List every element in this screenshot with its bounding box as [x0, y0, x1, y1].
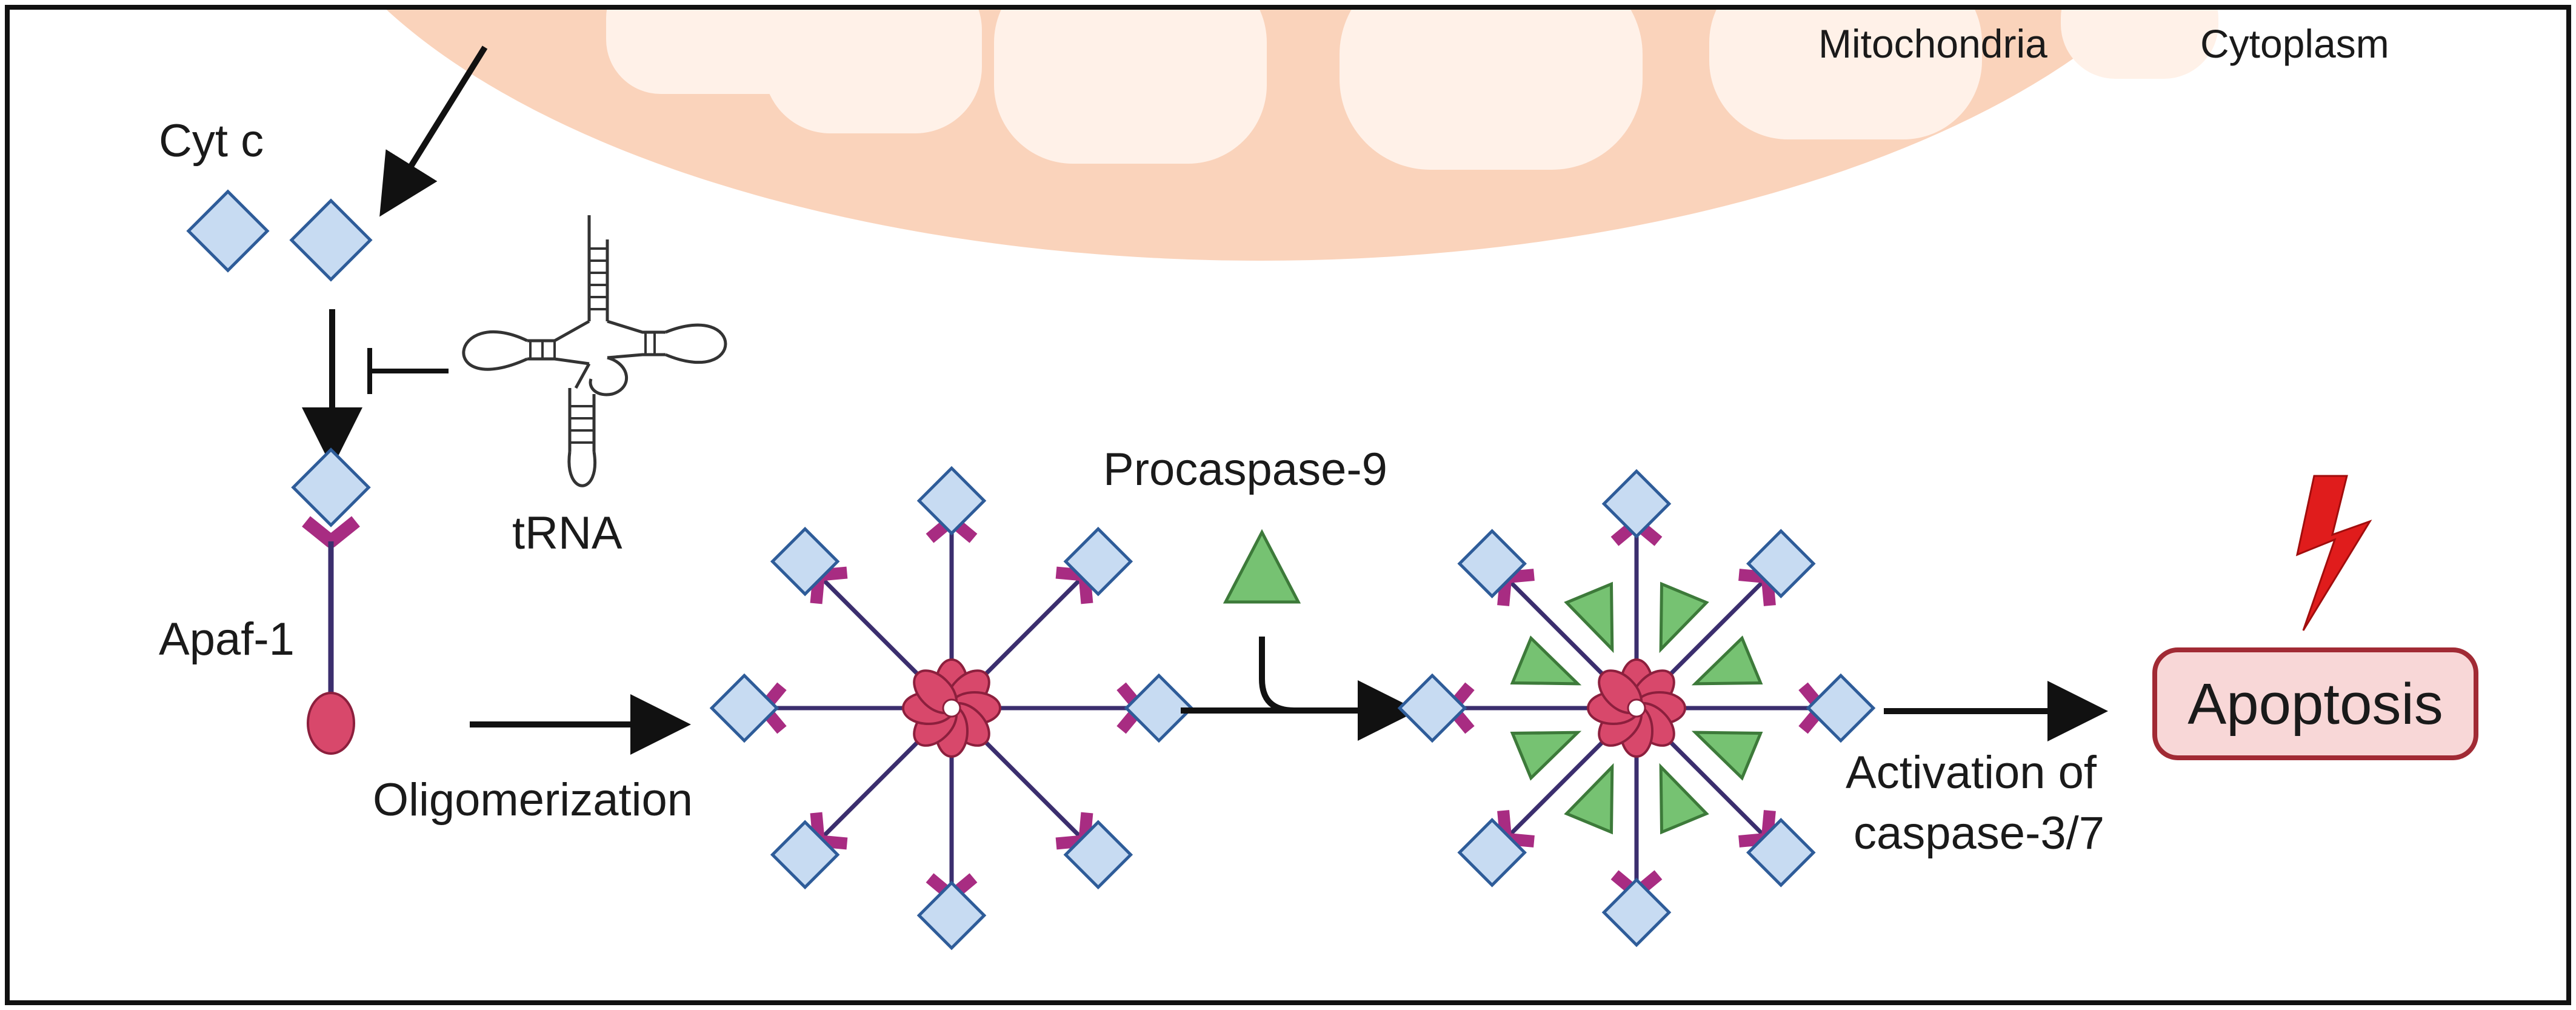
apaf1-spoke: [1652, 529, 1816, 693]
apaf1-card-domain: [307, 692, 355, 755]
apaf1-spoke: [1652, 723, 1816, 888]
apaf1-spoke: [916, 732, 987, 951]
figure-border: [5, 5, 2571, 1005]
cyt-c-molecule: [289, 198, 373, 282]
cyt-c-bound: [291, 447, 371, 527]
apaf1-spoke: [967, 526, 1133, 693]
mitochondrial-cristae: [606, 8, 2218, 170]
apaf1-arm: [967, 723, 1089, 845]
cyt-c-molecule: [1457, 818, 1527, 888]
apaf1-spoke: [1601, 732, 1672, 948]
cyt-c-molecule: [770, 820, 840, 890]
activation-label-line1: Activation of: [1846, 747, 2097, 798]
oligomerization-label: Oligomerization: [373, 774, 693, 826]
caspase9-subunit: [1659, 581, 1709, 654]
cyt-c-molecule: [186, 189, 270, 273]
procaspase9-molecule: [1223, 529, 1301, 604]
caspase9-subunit: [1691, 731, 1763, 781]
cyt-c-label: Cyt c: [159, 115, 264, 167]
cyt-c-molecule: [1397, 673, 1467, 743]
caspase9-subunit: [1691, 635, 1763, 686]
apoptosis-label: Apoptosis: [2187, 672, 2443, 737]
apaf1-arm: [967, 571, 1089, 693]
apaf1-spoke: [709, 673, 927, 743]
cyt-c-molecule: [1063, 820, 1133, 890]
caspase9-subunit: [1659, 763, 1709, 835]
apaf1-arm: [815, 571, 936, 693]
apaf1-arm: [815, 723, 936, 845]
apaf1-spoke: [770, 526, 936, 693]
apaf1-arm: [1502, 574, 1621, 693]
lightning-icon: [2295, 475, 2372, 631]
cyt-c-molecule: [916, 880, 987, 951]
apaf1-spoke: [1661, 673, 1876, 743]
cyt-c-molecule: [1806, 673, 1876, 743]
cyt-c-molecule: [1601, 877, 1672, 948]
core-center: [942, 698, 961, 718]
cyt-c-molecule: [1457, 529, 1527, 598]
cyt-c-molecule: [1063, 526, 1133, 597]
apaf1-spoke: [770, 723, 936, 890]
trna-label: tRNA: [512, 507, 622, 559]
activation-label-line2: caspase-3/7: [1854, 808, 2104, 859]
cytoplasm-label: Cytoplasm: [2200, 21, 2389, 66]
cyt-c-molecule: [1601, 469, 1672, 539]
mitochondrion: [385, 8, 2218, 261]
cyt-c-molecule: [916, 466, 987, 536]
apaf1-arm: [1502, 723, 1621, 843]
apaf1-arm: [1652, 723, 1771, 843]
trna-icon: [462, 215, 727, 487]
apaf1-spoke: [976, 673, 1194, 743]
apaf1-spoke: [916, 466, 987, 684]
cytc-release-arrow: [379, 45, 488, 217]
cyt-c-molecule: [1746, 529, 1816, 598]
apoptosome-holoenzyme: [1397, 469, 1876, 948]
caspase9-subunit: [1510, 731, 1582, 781]
cyt-c-molecule: [770, 526, 840, 597]
core-center: [1627, 698, 1646, 718]
apaf1-spoke: [1397, 673, 1612, 743]
caspase9-subunit: [1564, 581, 1614, 654]
apaf1-label: Apaf-1: [159, 614, 295, 665]
procaspase9-label: Procaspase-9: [1103, 444, 1387, 495]
caspase9-subunit: [1564, 763, 1614, 835]
cyt-c-molecule: [1124, 673, 1194, 743]
caspase9-subunit: [1510, 635, 1582, 686]
apaf1-spoke: [967, 723, 1133, 890]
apoptosis-box: [2152, 647, 2478, 760]
apaf1-spoke: [1601, 469, 1672, 684]
cyt-c-molecule: [1746, 818, 1816, 888]
apoptosome: [709, 466, 1194, 951]
mitochondria-label: Mitochondria: [1818, 21, 2047, 66]
procaspase9-join-arrow: [1259, 637, 1418, 741]
apaf1-spoke: [1457, 723, 1621, 888]
cyt-c-molecule: [709, 673, 779, 743]
apaf1-arm: [1652, 574, 1771, 693]
apaf1-spoke: [1457, 529, 1621, 693]
